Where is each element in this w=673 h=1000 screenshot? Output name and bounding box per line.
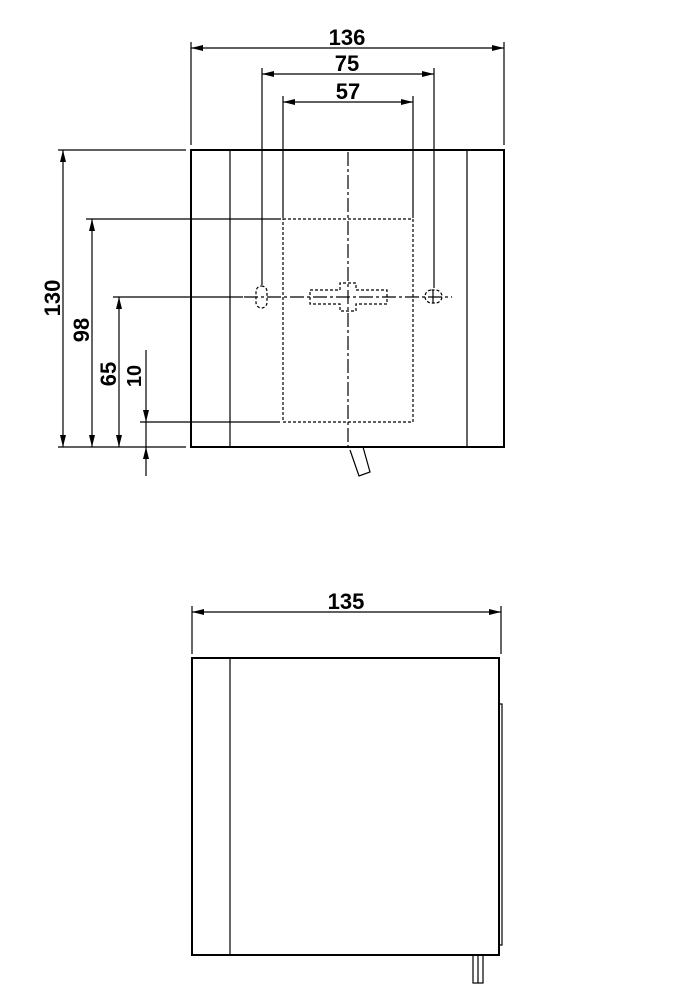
dimension-98: 98	[69, 218, 281, 447]
dimension-75-label: 75	[335, 51, 359, 76]
dimension-130-label: 130	[40, 280, 65, 317]
center-key-slot	[309, 282, 388, 312]
dimension-10-label: 10	[124, 365, 146, 387]
dimension-136-label: 136	[329, 25, 366, 50]
dimension-57: 57	[282, 79, 414, 218]
left-slot-hole	[255, 285, 268, 309]
dimension-10: 10	[124, 350, 280, 476]
dimension-135-label: 135	[328, 589, 365, 614]
front-view-outline	[190, 149, 505, 448]
dimension-65-label: 65	[96, 362, 121, 386]
dimension-57-label: 57	[336, 79, 360, 104]
side-view-outline	[191, 657, 500, 956]
dimension-75: 75	[261, 51, 435, 288]
bottom-outlet-stub	[349, 446, 371, 477]
dimension-135: 135	[191, 589, 502, 654]
dimension-98-label: 98	[69, 318, 94, 342]
dimension-130: 130	[40, 149, 186, 448]
front-view: 136 75 57 130	[40, 25, 505, 477]
side-view: 135	[191, 589, 503, 984]
dimension-65: 65	[96, 296, 243, 447]
dimension-136: 136	[190, 25, 505, 145]
side-view-back-plate	[498, 703, 503, 946]
